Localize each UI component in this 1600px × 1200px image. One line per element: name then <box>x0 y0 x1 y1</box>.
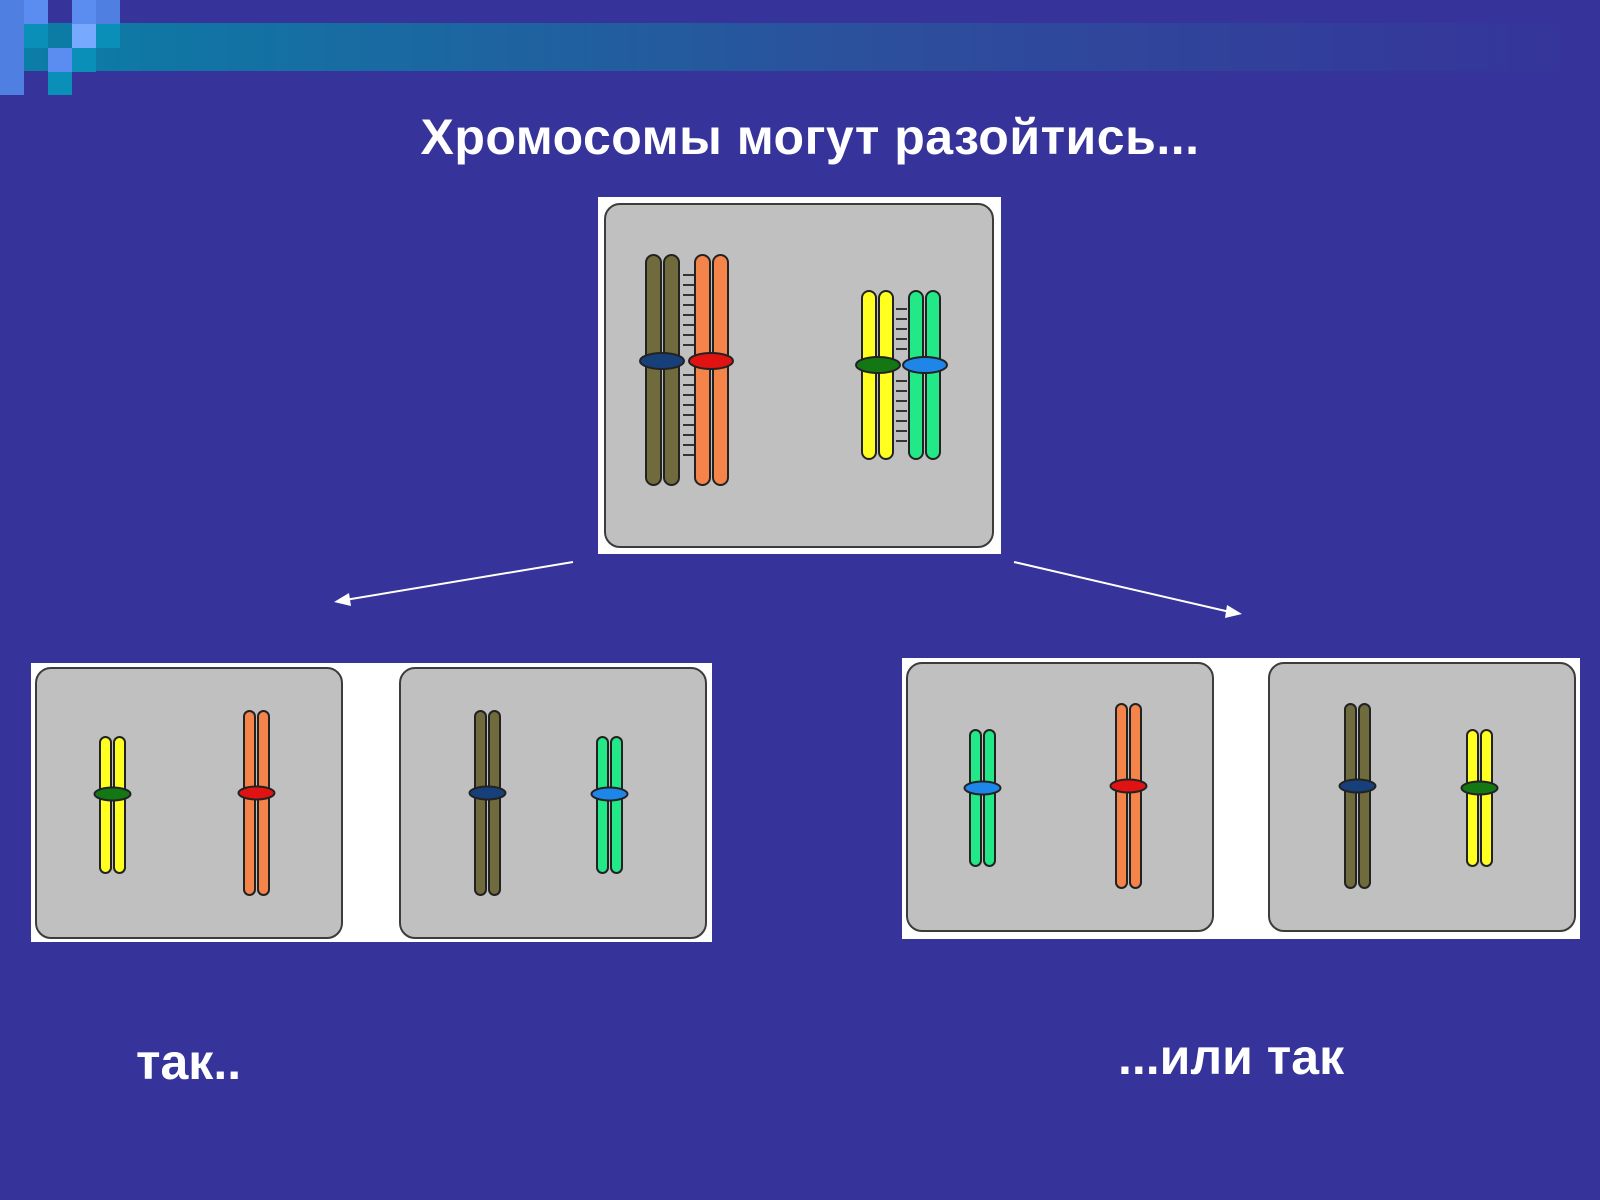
chromosome-yellow-small <box>855 290 901 460</box>
daughter-cell-2a <box>906 662 1214 932</box>
chromosome-orange <box>237 710 276 896</box>
synapsis-ladder-small <box>896 308 907 442</box>
synapsis-ladder-large <box>683 274 694 456</box>
chromosome-green <box>963 729 1002 867</box>
header-decoration <box>0 0 1600 95</box>
chromosome-yellow <box>93 736 132 874</box>
parent-cell-figure <box>598 197 1001 554</box>
chromosome-olive-large <box>639 254 685 486</box>
arrow-right <box>1013 561 1242 618</box>
daughter-cell-1a <box>35 667 343 939</box>
daughter-cells-option-1 <box>31 663 712 942</box>
chromosome-green <box>590 736 629 874</box>
daughter-cell-1b <box>399 667 707 939</box>
chromosome-yellow <box>1460 729 1499 867</box>
daughter-cell-2b <box>1268 662 1576 932</box>
caption-option-2: ...или так <box>1118 1029 1345 1085</box>
chromosome-olive <box>1338 703 1377 889</box>
chromosome-olive <box>468 710 507 896</box>
daughter-cells-option-2 <box>902 658 1580 939</box>
caption-option-1: так.. <box>136 1034 242 1090</box>
arrow-left <box>334 561 574 606</box>
slide-title: Хромосомы могут разойтись... <box>420 109 1200 165</box>
chromosome-orange <box>1109 703 1148 889</box>
chromosome-green-small <box>902 290 948 460</box>
parent-cell <box>604 203 994 548</box>
chromosome-orange-large <box>688 254 734 486</box>
